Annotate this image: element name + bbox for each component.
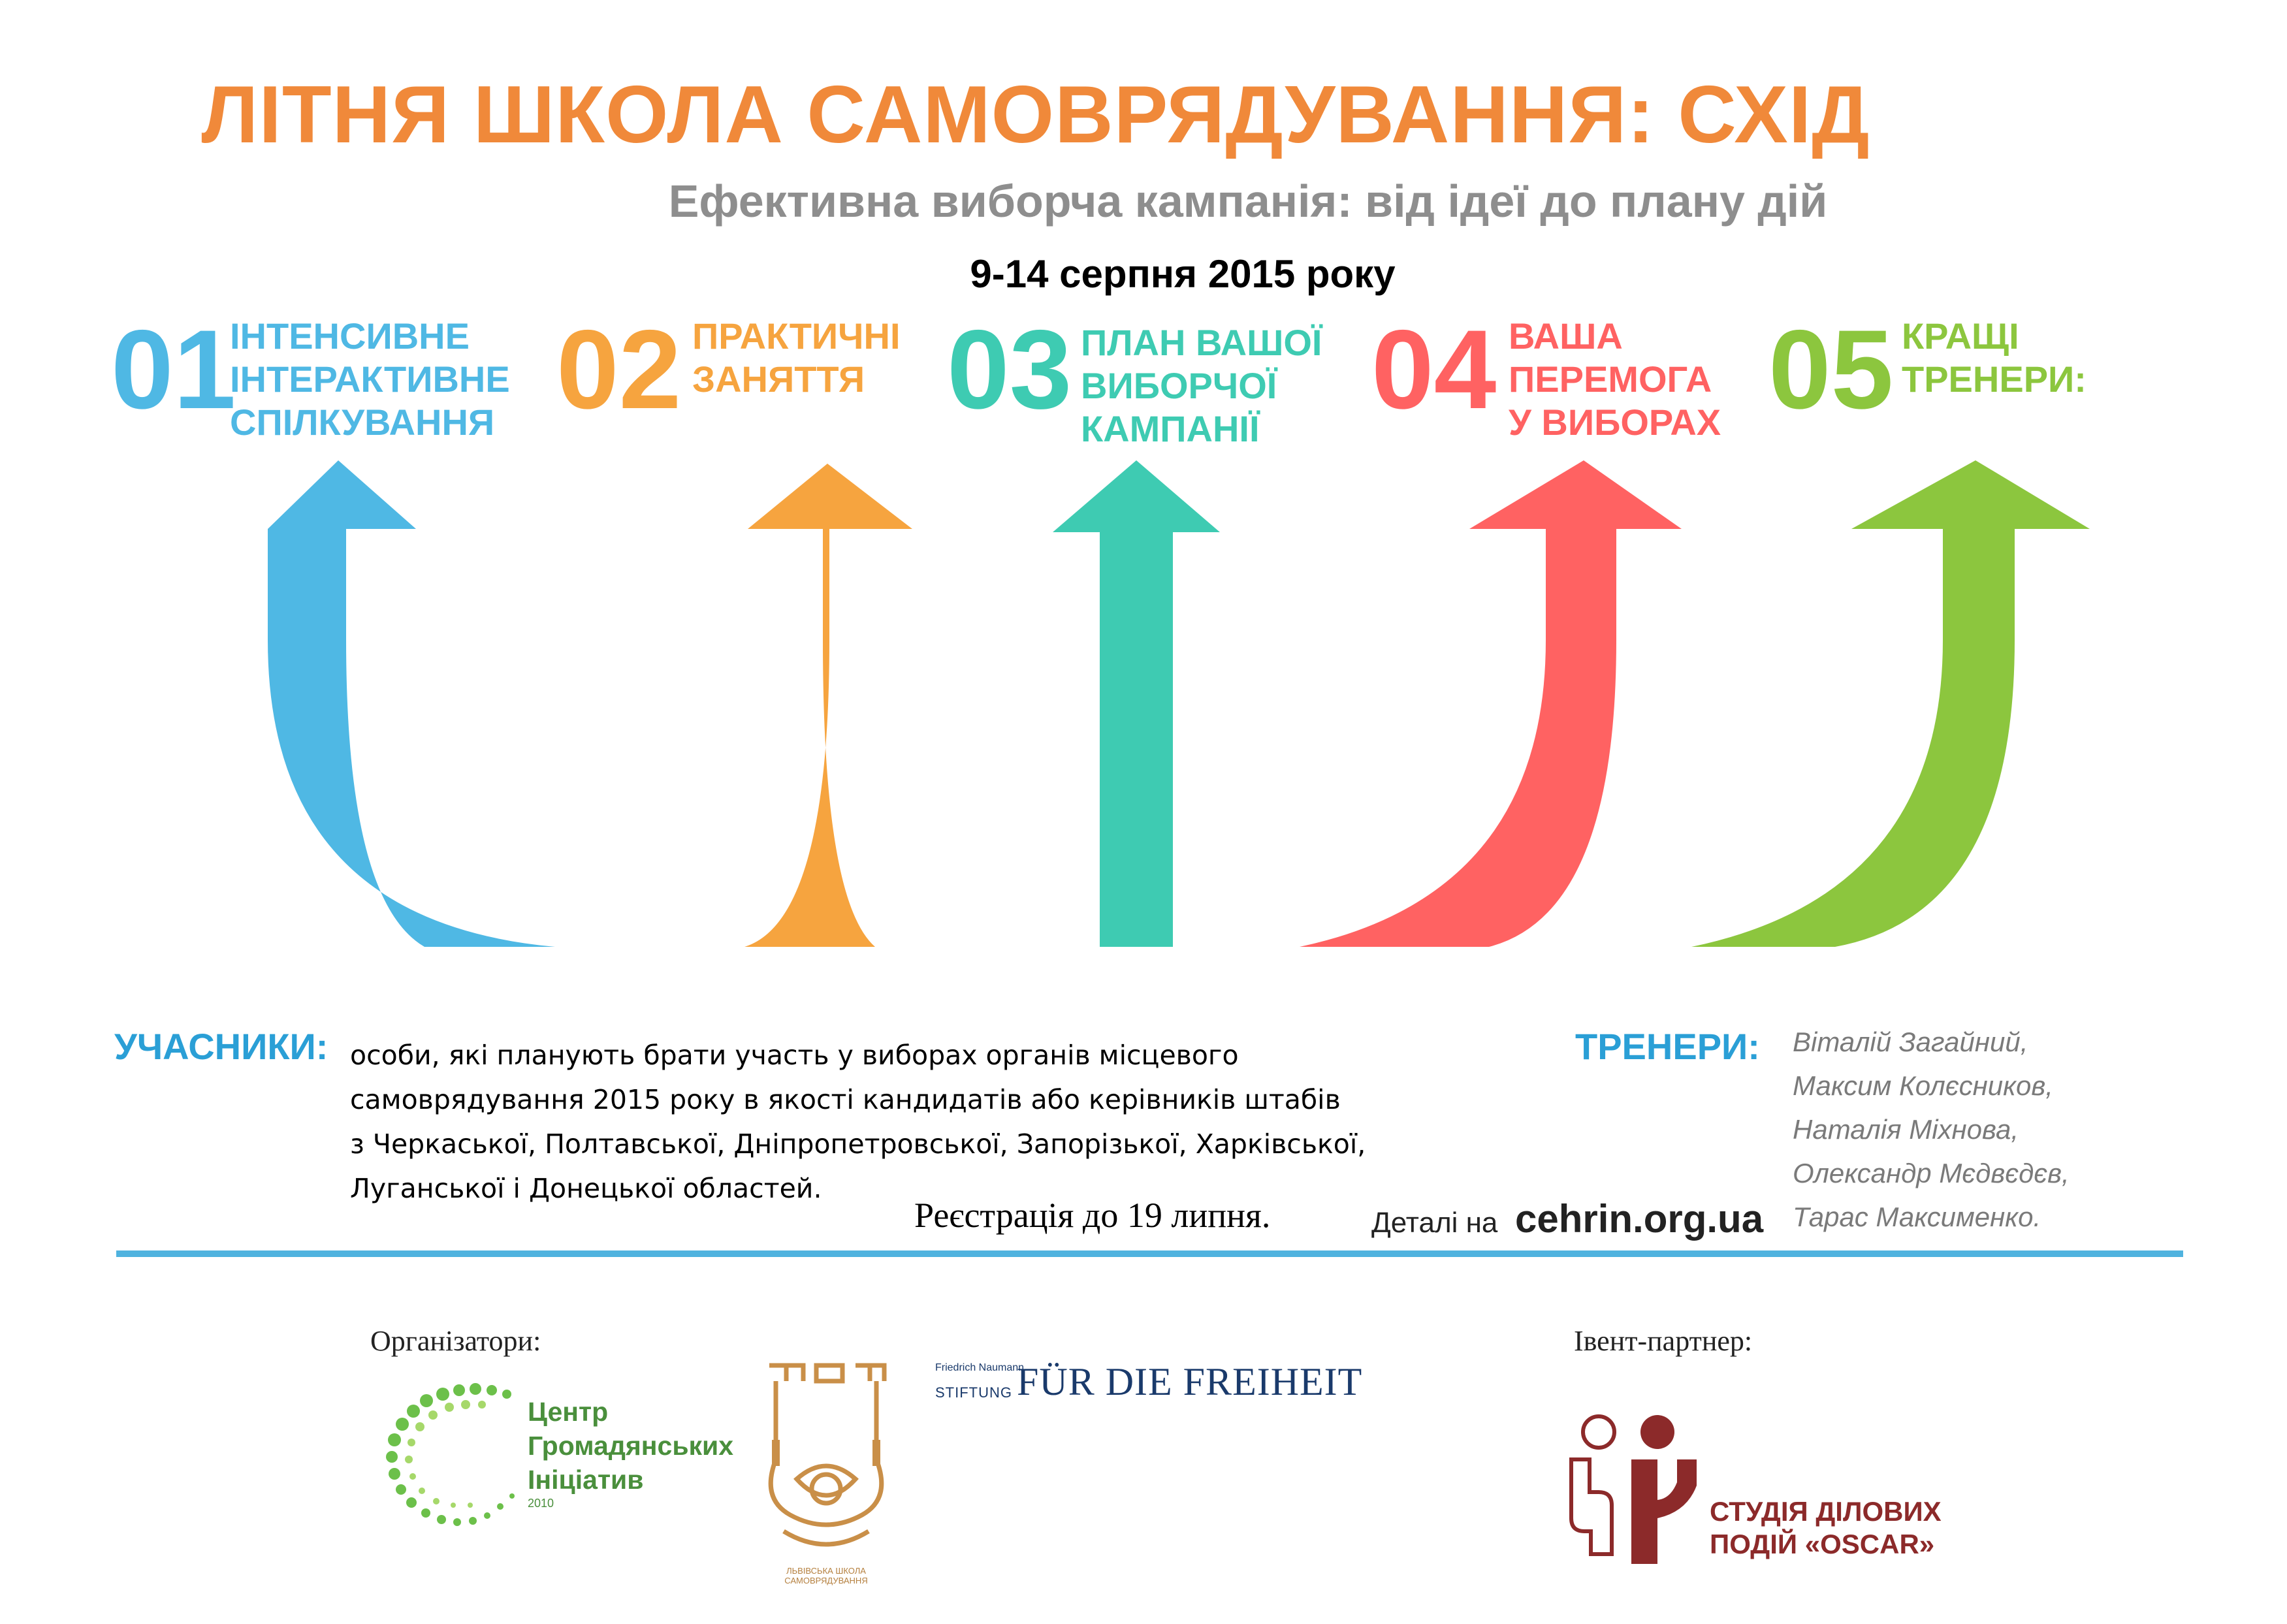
lviv-school-emblem-icon <box>768 1363 887 1547</box>
fns-main-text: FÜR DIE FREIHEIT <box>1017 1360 1363 1403</box>
cgi-logo-icon <box>386 1383 515 1526</box>
details-prefix: Деталі на <box>1371 1207 1498 1239</box>
details-link[interactable]: cehrin.org.ua <box>1515 1197 1764 1241</box>
organizers-label: Організатори: <box>370 1325 541 1357</box>
lviv-school-caption: ЛЬВІВСЬКА ШКОЛА САМОВРЯДУВАННЯ <box>784 1566 868 1585</box>
step-number-01: 01 <box>111 307 236 432</box>
page-title: ЛІТНЯ ШКОЛА САМОВРЯДУВАННЯ: СХІД <box>201 70 1870 160</box>
arrow-icon-01 <box>268 460 555 947</box>
step-text-01: ІНТЕНСИВНЕ ІНТЕРАКТИВНЕ СПІЛКУВАННЯ <box>230 315 510 443</box>
registration-deadline: Реєстрація до 19 липня. <box>914 1196 1271 1235</box>
step-number-04: 04 <box>1371 307 1497 432</box>
arrow-icon-03-head <box>1053 460 1220 532</box>
participants-label: УЧАСНИКИ: <box>114 1026 328 1067</box>
partner-label: Івент-партнер: <box>1574 1325 1753 1357</box>
cgi-name: Центр Громадянських Ініціатив <box>528 1397 734 1495</box>
event-dates: 9-14 серпня 2015 року <box>970 252 1396 296</box>
oscar-name: СТУДІЯ ДІЛОВИХ ПОДІЙ «OSCAR» <box>1710 1496 1942 1559</box>
arrows-graphic <box>268 460 2090 947</box>
arrow-icon-03-shaft <box>1100 529 1173 947</box>
arrow-icon-05 <box>1691 460 2090 947</box>
oscar-logo-icon <box>1569 1414 1697 1564</box>
step-text-02: ПРАКТИЧНІ ЗАНЯТТЯ <box>692 315 901 400</box>
trainers-list: Віталій Загайний, Максим Колєсников, Нат… <box>1793 1027 2070 1232</box>
cgi-year: 2010 <box>528 1497 554 1510</box>
participants-text: особи, які планують брати участь у вибор… <box>350 1040 1366 1204</box>
arrow-icon-02 <box>744 464 912 947</box>
fns-small-text: Friedrich Naumann <box>935 1362 1025 1373</box>
step-number-03: 03 <box>947 307 1072 432</box>
divider <box>116 1250 2183 1257</box>
step-text-04: ВАША ПЕРЕМОГА У ВИБОРАХ <box>1509 315 1721 443</box>
fns-stiftung-text: STIFTUNG <box>935 1384 1012 1401</box>
trainers-label: ТРЕНЕРИ: <box>1575 1026 1760 1067</box>
page-subtitle: Ефективна виборча кампанія: від ідеї до … <box>668 176 1828 227</box>
step-text-05: КРАЩІ ТРЕНЕРИ: <box>1902 315 2087 400</box>
step-number-02: 02 <box>556 307 682 432</box>
step-number-05: 05 <box>1768 307 1894 432</box>
step-text-03: ПЛАН ВАШОЇ ВИБОРЧОЇ КАМПАНІЇ <box>1081 322 1322 449</box>
arrow-icon-04 <box>1300 460 1682 947</box>
